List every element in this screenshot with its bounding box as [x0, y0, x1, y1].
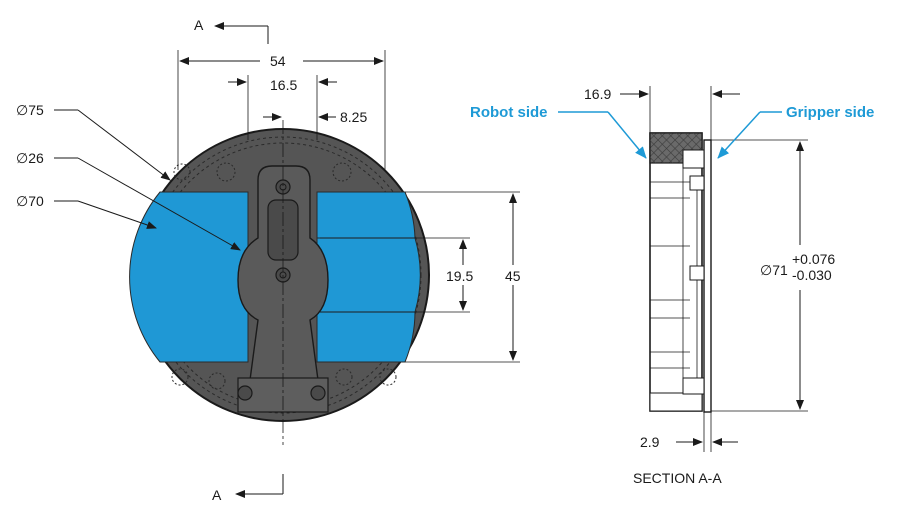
dim-54: 54 — [177, 50, 386, 170]
dim-16-5: 16.5 — [228, 75, 337, 140]
diameter-71-lower-tol: -0.030 — [792, 267, 832, 283]
inner-step-4 — [682, 377, 705, 395]
dim-19-5-label: 19.5 — [446, 268, 473, 284]
pin-bm-l — [208, 372, 226, 390]
dim-2-9: 2.9 — [640, 412, 738, 452]
gripper-side-callout: Gripper side — [717, 104, 874, 159]
gripper-side-label: Gripper side — [786, 104, 874, 121]
diameter-71-symbol: ∅ — [760, 262, 772, 278]
section-hatch-bottom — [649, 392, 703, 412]
svg-text:∅71: ∅71 — [760, 262, 788, 278]
diameter-75-value: 75 — [28, 102, 44, 118]
section-mark-bottom-letter: A — [212, 487, 222, 503]
diameter-70-symbol: ∅ — [16, 193, 28, 209]
right-pocket-mid — [316, 237, 421, 313]
section-mark-top-letter: A — [194, 17, 204, 33]
bottom-left-hole — [237, 385, 253, 401]
diameter-75-callout: ∅75 — [16, 102, 171, 181]
right-pocket-bottom — [316, 311, 416, 363]
pin-bm-r — [335, 368, 353, 386]
inner-step-2 — [689, 175, 705, 191]
pin-bl — [171, 368, 189, 386]
svg-text:∅75: ∅75 — [16, 102, 44, 118]
dim-45: 45 — [405, 191, 521, 363]
right-pocket-top — [316, 191, 416, 239]
diameter-26-symbol: ∅ — [16, 150, 28, 166]
dim-19-5: 19.5 — [320, 237, 473, 313]
diameter-26-value: 26 — [28, 150, 44, 166]
diameter-71-upper-tol: +0.076 — [792, 251, 835, 267]
dim-2-9-label: 2.9 — [640, 434, 660, 450]
section-title: SECTION A-A — [633, 470, 722, 486]
bottom-right-hole — [310, 385, 326, 401]
svg-text:∅26: ∅26 — [16, 150, 44, 166]
dim-45-label: 45 — [505, 268, 521, 284]
robot-side-label: Robot side — [470, 104, 548, 121]
left-pocket — [129, 191, 249, 363]
dim-54-label: 54 — [270, 53, 286, 69]
section-view — [649, 132, 712, 413]
gripper-plate — [703, 139, 712, 413]
pin-ml — [173, 163, 191, 181]
diameter-75-symbol: ∅ — [16, 102, 28, 118]
diameter-70-callout: ∅70 — [16, 193, 157, 229]
dim-8-25: 8.25 — [263, 109, 367, 125]
dim-16-5-label: 16.5 — [270, 77, 297, 93]
dim-16-9: 16.9 — [584, 86, 740, 140]
section-mark-top: A — [194, 17, 269, 44]
dim-8-25-label: 8.25 — [340, 109, 367, 125]
front-view — [129, 120, 430, 445]
section-mark-bottom: A — [212, 474, 284, 503]
diameter-26-callout: ∅26 — [16, 150, 241, 251]
svg-text:∅70: ∅70 — [16, 193, 44, 209]
pin-tl — [216, 162, 236, 182]
dim-16-9-label: 16.9 — [584, 86, 611, 102]
diameter-71-value: 71 — [772, 262, 788, 278]
robot-side-callout: Robot side — [470, 104, 647, 159]
dim-diameter-71: ∅71 +0.076 -0.030 — [711, 139, 835, 412]
diameter-70-value: 70 — [28, 193, 44, 209]
inner-step-3 — [689, 265, 705, 281]
pin-tr — [332, 162, 352, 182]
pin-br — [379, 368, 397, 386]
inner-step-1 — [682, 149, 705, 169]
